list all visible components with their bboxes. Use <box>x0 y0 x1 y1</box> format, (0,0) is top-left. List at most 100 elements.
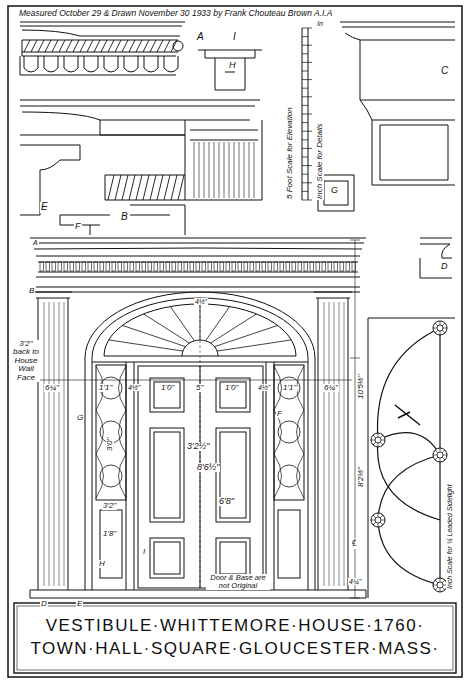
dimension-label: G <box>76 414 84 422</box>
drawn-rect <box>166 262 170 271</box>
drawn-stroke <box>440 458 441 462</box>
drawn-stroke <box>302 96 312 97</box>
drawn-rect <box>76 262 80 271</box>
drawn-stroke <box>302 53 308 54</box>
drawn-stroke <box>44 302 45 586</box>
drawn-stroke <box>302 62 312 63</box>
drawn-stroke <box>373 435 376 438</box>
drawn-stroke <box>378 513 379 517</box>
drawn-rect <box>52 262 56 271</box>
drawn-rect <box>250 262 254 271</box>
drawn-rect <box>346 262 350 271</box>
drawn-stroke <box>129 175 135 200</box>
drawn-stroke <box>329 302 330 586</box>
drawn-stroke <box>143 40 149 52</box>
dimension-label: 3'2½" <box>186 442 210 451</box>
drawn-stroke <box>302 131 312 132</box>
dimension-label: In <box>316 20 324 27</box>
drawn-stroke <box>249 142 250 198</box>
drawn-stroke <box>59 40 65 52</box>
drawn-stroke <box>144 314 190 343</box>
drawn-stroke <box>442 450 445 453</box>
drawn-stroke <box>115 40 121 52</box>
dimension-label: ℄ <box>350 538 358 549</box>
drawn-path <box>124 56 138 72</box>
drawn-stroke <box>49 302 50 586</box>
drawn-stroke <box>178 175 184 200</box>
drawn-stroke <box>239 142 240 198</box>
dimension-label: B <box>120 212 129 223</box>
dimension-label: D <box>40 600 48 608</box>
drawn-rect <box>106 262 110 271</box>
drawn-stroke <box>433 455 437 456</box>
drawn-stroke <box>381 440 385 441</box>
drawn-stroke <box>302 174 308 175</box>
drawn-rect <box>136 262 140 271</box>
drawn-stroke <box>435 330 438 333</box>
drawn-rect <box>208 262 212 271</box>
drawn-rect <box>262 262 266 271</box>
dimension-label: 1'8" <box>102 530 117 538</box>
dimension-label: E <box>76 600 83 608</box>
drawn-rect <box>118 262 122 271</box>
dimension-label: F <box>276 410 283 418</box>
drawn-rect <box>214 262 218 271</box>
drawn-stroke <box>440 331 441 335</box>
drawn-stroke <box>440 588 441 592</box>
dimension-label: 3'2" back to House Wall Face <box>12 340 40 382</box>
drawn-stroke <box>324 302 325 586</box>
drawn-stroke <box>380 435 383 438</box>
drawn-stroke <box>302 45 312 46</box>
drawn-stroke <box>435 450 438 453</box>
drawn-stroke <box>334 302 335 586</box>
dimension-label: Door & Base are not Original <box>206 574 270 590</box>
drawn-stroke <box>302 28 312 29</box>
title-block: VESTIBULE·WHITTEMORE·HOUSE·1760·TOWN·HAL… <box>18 606 452 670</box>
dimension-label: 1'0" <box>160 384 175 392</box>
drawn-rect <box>304 262 308 271</box>
dimension-label: 5" <box>195 384 204 392</box>
drawn-rect <box>190 262 194 271</box>
drawn-rect <box>298 262 302 271</box>
dimension-label: F <box>74 222 82 231</box>
drawn-circle <box>437 452 443 458</box>
drawn-stroke <box>381 520 385 521</box>
drawn-stroke <box>371 440 375 441</box>
drawn-stroke <box>244 142 245 198</box>
drawn-stroke <box>344 302 345 586</box>
drawn-stroke <box>380 442 383 445</box>
drawn-stroke <box>373 515 376 518</box>
drawn-rect <box>310 262 314 271</box>
drawn-circle <box>371 433 385 447</box>
drawn-path <box>24 56 38 72</box>
drawn-rect <box>58 262 62 271</box>
drawing-title: VESTIBULE·WHITTEMORE·HOUSE·1760· <box>46 615 425 638</box>
drawing-caption: TOWN·HALL·SQUARE·GLOUCESTER·MASS· <box>30 638 439 661</box>
dimension-label: 8'2½" <box>357 466 365 488</box>
drawn-rect <box>160 262 164 271</box>
drawn-rect <box>142 262 146 271</box>
drawn-path <box>96 366 126 410</box>
dimension-label: 8'6½" <box>196 463 220 472</box>
drawn-stroke <box>199 142 200 198</box>
drawn-stroke <box>440 578 441 582</box>
drawn-stroke <box>66 40 72 52</box>
dimension-label: C <box>440 66 449 77</box>
dimension-label: 3'0" <box>106 437 114 452</box>
drawn-stroke <box>234 142 235 198</box>
drawn-rect <box>202 262 206 271</box>
drawn-path <box>274 410 304 454</box>
drawn-stroke <box>302 105 308 106</box>
dimension-label: Inch Scale for Details <box>316 122 324 200</box>
drawn-stroke <box>302 157 308 158</box>
drawn-stroke <box>122 175 128 200</box>
drawn-stroke <box>31 40 37 52</box>
drawn-stroke <box>442 580 445 583</box>
drawn-stroke <box>442 323 445 326</box>
drawn-rect <box>124 262 128 271</box>
drawn-stroke <box>378 523 379 527</box>
drawn-rect <box>292 262 296 271</box>
drawn-stroke <box>435 457 438 460</box>
drawn-stroke <box>302 122 308 123</box>
drawn-stroke <box>115 175 121 200</box>
